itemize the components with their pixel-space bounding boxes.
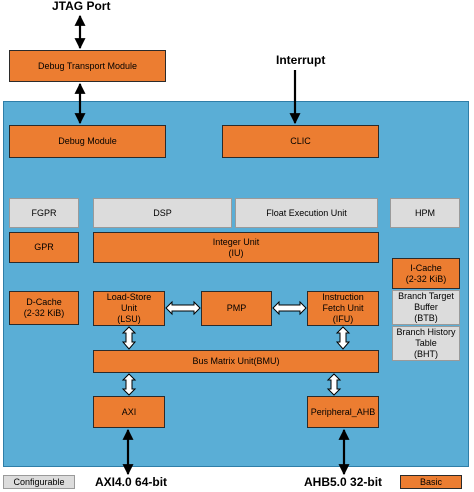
lsu-abbr: (LSU) [117, 314, 141, 324]
icache-size: (2-32 KiB) [405, 273, 447, 284]
ifu-label-2: Fetch Unit [322, 303, 364, 313]
ifu-label-1: Instruction [322, 292, 364, 302]
icache-label: I-Cache [410, 262, 442, 273]
legend-basic-label: Basic [419, 476, 442, 487]
clic-label: CLIC [290, 136, 311, 146]
integer-unit-label: Integer Unit [212, 236, 260, 247]
peripheral-ahb-label: Peripheral_AHB [310, 406, 376, 417]
lsu-pmp-arrow [165, 300, 201, 316]
bmu-axi-arrow [121, 373, 137, 396]
float-execution-unit: Float Execution Unit [235, 198, 378, 228]
dcache-size: (2-32 KiB) [23, 308, 65, 318]
clic-block: CLIC [222, 125, 379, 158]
dsp-block: DSP [93, 198, 232, 228]
interrupt-label: Interrupt [276, 53, 326, 67]
legend-configurable-label: Configurable [13, 476, 65, 487]
bus-matrix-unit: Bus Matrix Unit(BMU) [93, 350, 379, 373]
integer-unit: Integer Unit (IU) [93, 232, 379, 263]
pmp-block: PMP [201, 291, 272, 326]
hpm-label: HPM [415, 207, 435, 218]
fgpr-block: FGPR [9, 198, 79, 228]
legend-basic: Basic [400, 475, 462, 489]
jtag-port-label: JTAG Port [52, 0, 111, 13]
dsp-label: DSP [153, 207, 172, 218]
lsu-label-1: Load-Store [106, 292, 152, 302]
axi-bus-label: AXI4.0 64-bit [95, 475, 168, 489]
axi-block: AXI [93, 396, 165, 428]
debug-module: Debug Module [9, 125, 166, 158]
axi-label: AXI [121, 406, 137, 417]
ifu-abbr: (IFU) [332, 314, 354, 324]
btb-label-1: Branch Target [398, 291, 454, 301]
hpm-block: HPM [390, 198, 460, 228]
bht-label-1: Branch History [396, 327, 456, 337]
gpr-label: GPR [34, 242, 54, 252]
ifu-bmu-arrow [335, 326, 351, 350]
debug-transport-module-label: Debug Transport Module [37, 60, 138, 71]
pmp-label: PMP [226, 303, 247, 313]
instruction-fetch-unit: Instruction Fetch Unit (IFU) [307, 291, 379, 326]
debug-module-label: Debug Module [58, 136, 117, 146]
btb-label-2: Buffer [414, 302, 438, 312]
pmp-ifu-arrow [272, 300, 307, 316]
fgpr-label: FGPR [31, 207, 57, 218]
btb-abbr: (BTB) [414, 313, 438, 323]
integer-unit-abbr: (IU) [228, 247, 244, 258]
bmu-ahb-arrow [326, 373, 342, 396]
load-store-unit: Load-Store Unit (LSU) [93, 291, 165, 326]
processor-core-panel [3, 101, 469, 467]
icache-block: I-Cache (2-32 KiB) [392, 258, 460, 289]
bmu-label: Bus Matrix Unit(BMU) [192, 356, 280, 366]
debug-transport-module: Debug Transport Module [9, 50, 166, 82]
gpr-block: GPR [9, 232, 79, 263]
ahb-bus-label: AHB5.0 32-bit [304, 475, 383, 489]
branch-history-table: Branch History Table (BHT) [392, 326, 460, 361]
peripheral-ahb-block: Peripheral_AHB [307, 396, 379, 428]
dcache-block: D-Cache (2-32 KiB) [9, 291, 79, 325]
bht-abbr: (BHT) [414, 349, 438, 359]
branch-target-buffer: Branch Target Buffer (BTB) [392, 290, 460, 325]
legend-configurable: Configurable [3, 475, 75, 489]
float-execution-unit-label: Float Execution Unit [266, 207, 347, 218]
lsu-label-2: Unit [120, 303, 137, 313]
bht-label-2: Table [415, 338, 437, 348]
dcache-label: D-Cache [26, 297, 62, 307]
lsu-bmu-arrow [121, 326, 137, 350]
